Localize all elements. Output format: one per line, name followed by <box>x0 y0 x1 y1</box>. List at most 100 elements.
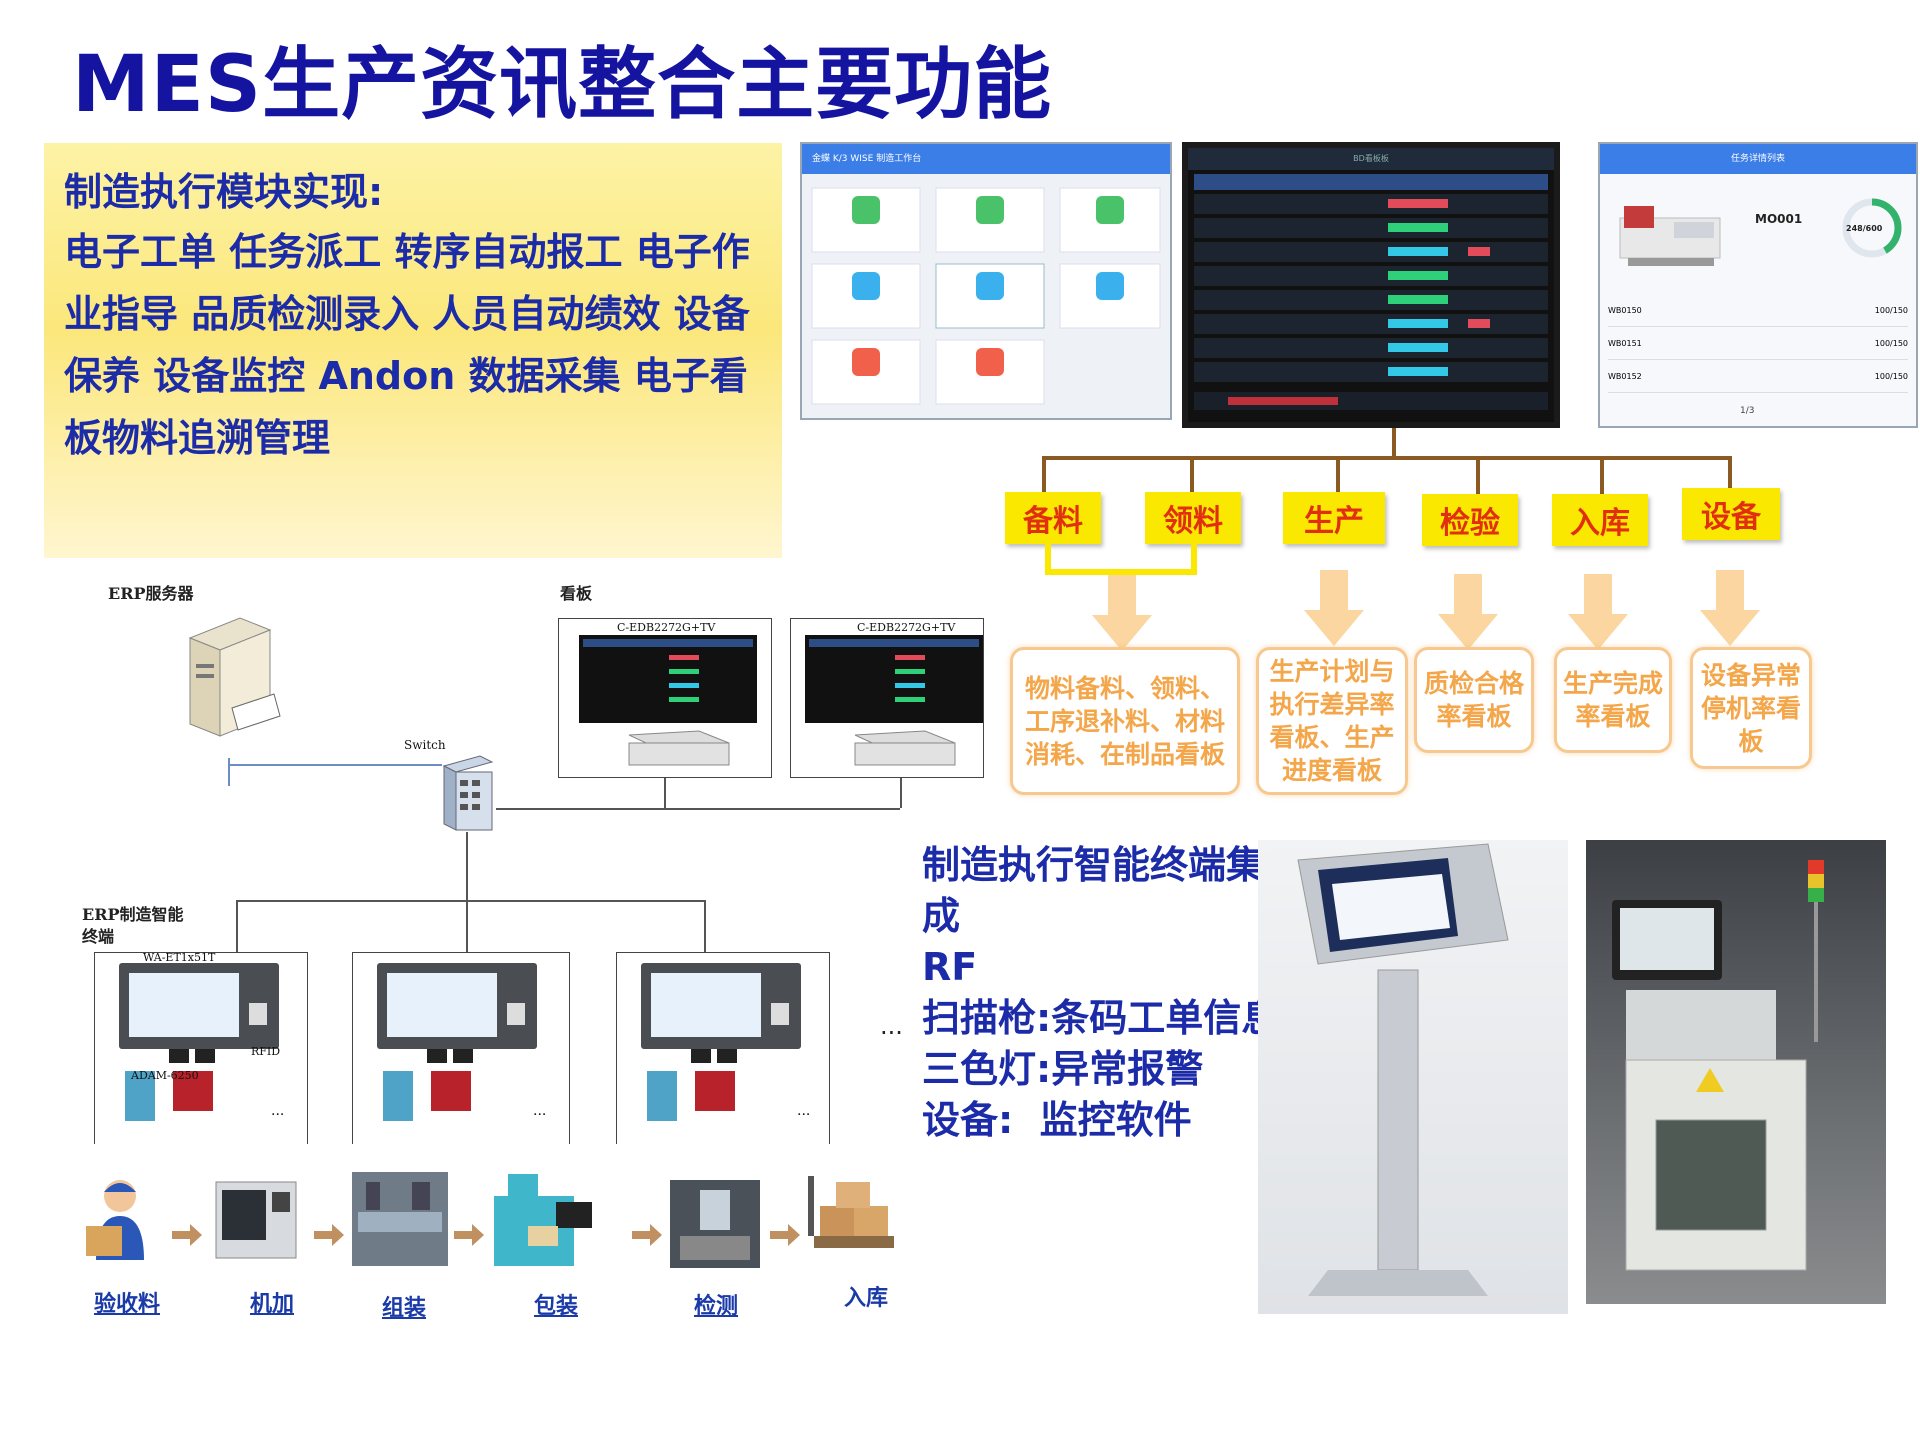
result-plan: 生产计划与执行差异率看板、生产进度看板 <box>1256 647 1408 795</box>
terminal-model: WA-ET1x51T <box>143 951 216 964</box>
dots: ... <box>880 1012 903 1040</box>
page-title: MES生产资讯整合主要功能 <box>72 40 1053 130</box>
connector <box>1392 428 1396 458</box>
stage-equipment: 设备 <box>1682 488 1780 540</box>
tv-screen-2 <box>805 635 983 766</box>
down-arrow-icon <box>1092 575 1152 651</box>
terminal-device-3 <box>641 963 801 1121</box>
server-icon <box>188 617 281 737</box>
machine-photo <box>1619 206 1721 266</box>
flow-label-assembly: 组装 <box>382 1296 427 1321</box>
ellipsis: ... <box>271 1103 285 1119</box>
intro-heading: 制造执行模块实现: <box>64 170 384 214</box>
down-arrow-icon <box>1304 570 1364 646</box>
row-value: 100/150 <box>1874 338 1908 348</box>
right-arrow-icon <box>172 1224 202 1246</box>
connector <box>900 778 902 808</box>
down-arrow-icon <box>1438 574 1498 650</box>
tv-model-1: C-EDB2272G+TV <box>617 621 716 634</box>
table-row[interactable]: WB0152 100/150 <box>1608 360 1908 393</box>
tv-unit-1: C-EDB2272G+TV <box>558 618 772 778</box>
connector <box>236 900 238 954</box>
progress-ratio: 248/600 <box>1846 224 1883 233</box>
tv-unit-2: C-EDB2272G+TV <box>790 618 984 778</box>
connector <box>1042 456 1732 460</box>
stage-production: 生产 <box>1283 492 1385 544</box>
result-equipment: 设备异常停机率看板 <box>1690 647 1812 769</box>
result-completion: 生产完成率看板 <box>1554 647 1672 753</box>
right-arrow-icon <box>770 1224 800 1246</box>
row-id: WB0152 <box>1608 371 1642 381</box>
erp-server-label: ERP服务器 <box>108 584 194 603</box>
worker-icon <box>86 1180 144 1260</box>
stage-warehouse: 入库 <box>1552 494 1648 546</box>
tv-screen-1 <box>579 635 757 766</box>
ellipsis: ... <box>533 1103 547 1119</box>
connector <box>466 832 468 900</box>
terminal-device-1 <box>119 963 279 1121</box>
row-value: 100/150 <box>1874 371 1908 381</box>
stage-prep: 备料 <box>1005 492 1101 544</box>
task-rows: WB0150 100/150 WB0151 100/150 WB0152 100… <box>1608 294 1908 393</box>
table-row[interactable]: WB0151 100/150 <box>1608 327 1908 360</box>
app-grid-titlebar: 金蝶 K/3 WISE 制造工作台 <box>802 144 1170 174</box>
terminal-device-2 <box>377 963 537 1121</box>
intro-panel: 制造执行模块实现: 电子工单 任务派工 转序自动报工 电子作业指导 品质检测录入… <box>44 143 782 558</box>
terminal-unit-2: ... <box>352 952 570 1144</box>
connector <box>1336 456 1340 496</box>
stage-inspection: 检验 <box>1422 494 1518 546</box>
kanban-label: 看板 <box>560 584 593 603</box>
connector <box>1600 456 1604 496</box>
switch-label: Switch <box>404 738 446 752</box>
kanban-table <box>1194 174 1548 410</box>
terminal-unit-1: WA-ET1x51T RFID ADAM-6250 ... <box>94 951 308 1144</box>
boxes-pallet-icon <box>808 1176 894 1248</box>
connector <box>236 900 706 902</box>
terminal-unit-3: ... <box>616 952 830 1144</box>
row-value: 100/150 <box>1874 305 1908 315</box>
down-arrow-icon <box>1568 574 1628 650</box>
connector <box>1042 456 1046 496</box>
ellipsis: ... <box>797 1103 811 1119</box>
connector <box>496 808 900 810</box>
kiosk-icon <box>1297 843 1509 1296</box>
table-row[interactable]: WB0150 100/150 <box>1608 294 1908 327</box>
connector <box>228 758 230 786</box>
kiosk-photo <box>1258 840 1568 1314</box>
task-detail-screenshot: 任务详情列表 MO001 248/600 WB0150 100/150 WB01… <box>1598 142 1918 428</box>
control-cabinet-icon <box>1612 860 1824 1271</box>
flow-label-packaging: 包装 <box>534 1294 579 1319</box>
result-quality: 质检合格率看板 <box>1414 647 1534 753</box>
flow-label-receiving: 验收料 <box>94 1292 161 1317</box>
terminal-label: ERP制造智能终端 <box>82 905 184 946</box>
connector <box>704 900 706 954</box>
pagination[interactable]: 1/3 <box>1740 406 1755 416</box>
connector <box>466 900 468 954</box>
flow-label-machining: 机加 <box>250 1292 295 1317</box>
kanban-tv-screenshot: BD看板板 <box>1182 142 1560 428</box>
cabinet-photo <box>1586 840 1886 1304</box>
cnc-machine-icon <box>215 1181 297 1259</box>
connector <box>1476 456 1480 496</box>
tv-model-2: C-EDB2272G+TV <box>857 621 956 634</box>
rfid-label: RFID <box>251 1045 281 1058</box>
order-number: MO001 <box>1755 212 1803 226</box>
result-material: 物料备料、领料、工序退补料、材料消耗、在制品看板 <box>1010 647 1240 795</box>
merge-bracket <box>1045 544 1197 575</box>
app-grid-screenshot: 金蝶 K/3 WISE 制造工作台 <box>800 142 1172 420</box>
terminal-integration-text: 制造执行智能终端集成 RF 扫描枪:条码工单信息 三色灯:异常报警 设备: 监控… <box>922 843 1280 1142</box>
kanban-title: BD看板板 <box>1188 148 1554 170</box>
row-id: WB0151 <box>1608 338 1642 348</box>
flow-label-warehouse: 入库 <box>844 1286 889 1311</box>
adam-label: ADAM-6250 <box>131 1069 199 1082</box>
flow-label-testing: 检测 <box>694 1294 739 1319</box>
right-arrow-icon <box>632 1224 662 1246</box>
switch-icon <box>442 755 494 831</box>
testing-station-icon <box>670 1180 760 1268</box>
progress-ring <box>1842 198 1902 258</box>
connector <box>1728 456 1732 496</box>
app-grid-tiles <box>811 187 1161 405</box>
assembly-line-icon <box>352 1172 448 1266</box>
down-arrow-icon <box>1700 570 1760 646</box>
stage-pick: 领料 <box>1145 492 1241 544</box>
